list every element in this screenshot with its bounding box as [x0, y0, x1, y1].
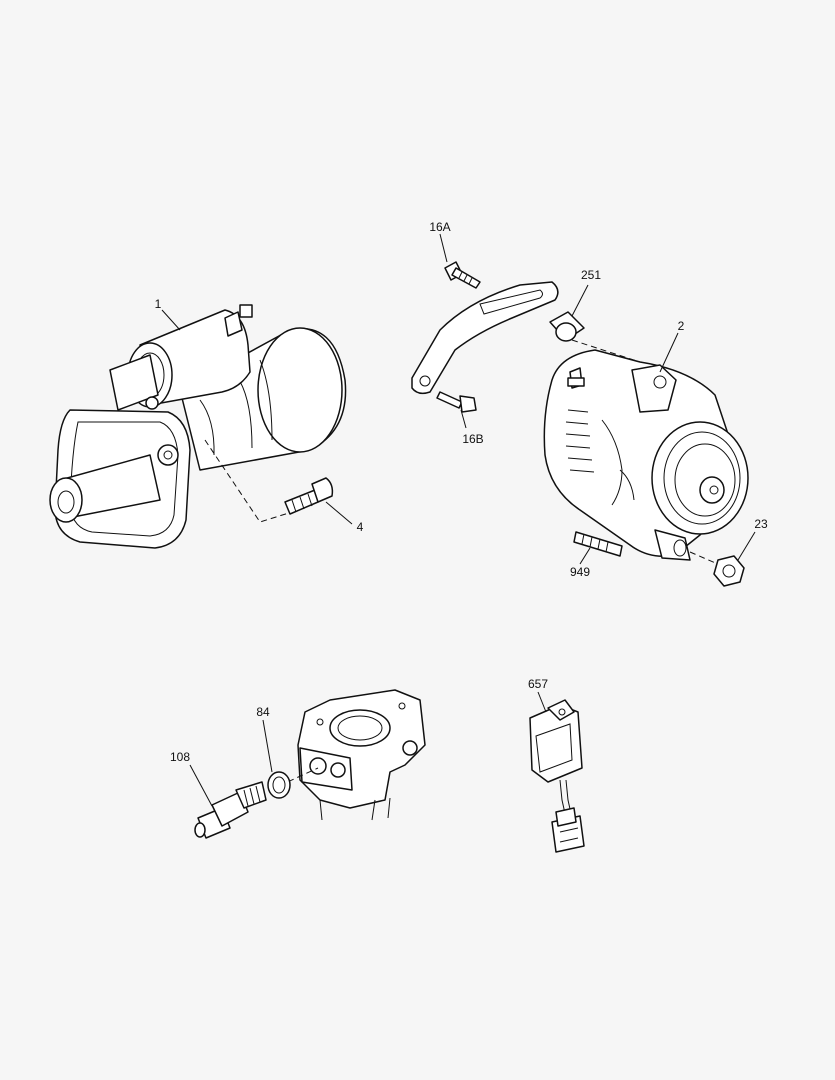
label-starter-motor: 1 [155, 297, 162, 311]
bracket-bolt-16b [436, 391, 477, 413]
label-relay-657: 657 [528, 677, 548, 691]
label-spacer-251: 251 [581, 268, 601, 282]
starter-bolt [284, 477, 334, 515]
label-sensor-108: 108 [170, 750, 190, 764]
label-bracket-bolt-16a: 16A [429, 220, 450, 234]
label-bolt-4: 4 [357, 520, 364, 534]
spacer [549, 311, 641, 363]
alternator-bracket [411, 281, 559, 395]
bracket-bolt-16a [444, 261, 481, 289]
sealing-washer [267, 771, 291, 799]
label-stud-949: 949 [570, 565, 590, 579]
label-alternator: 2 [678, 319, 685, 333]
temperature-sender [194, 781, 267, 839]
label-washer-84: 84 [256, 705, 270, 719]
leader-lines [161, 233, 756, 807]
relay-module [529, 699, 585, 853]
label-nut-23: 23 [754, 517, 768, 531]
alternator [543, 349, 749, 566]
stud [573, 531, 623, 557]
nut [713, 555, 745, 587]
label-bracket-bolt-16b: 16B [462, 432, 483, 446]
thermostat-housing [269, 689, 426, 821]
starter-motor [49, 304, 347, 549]
